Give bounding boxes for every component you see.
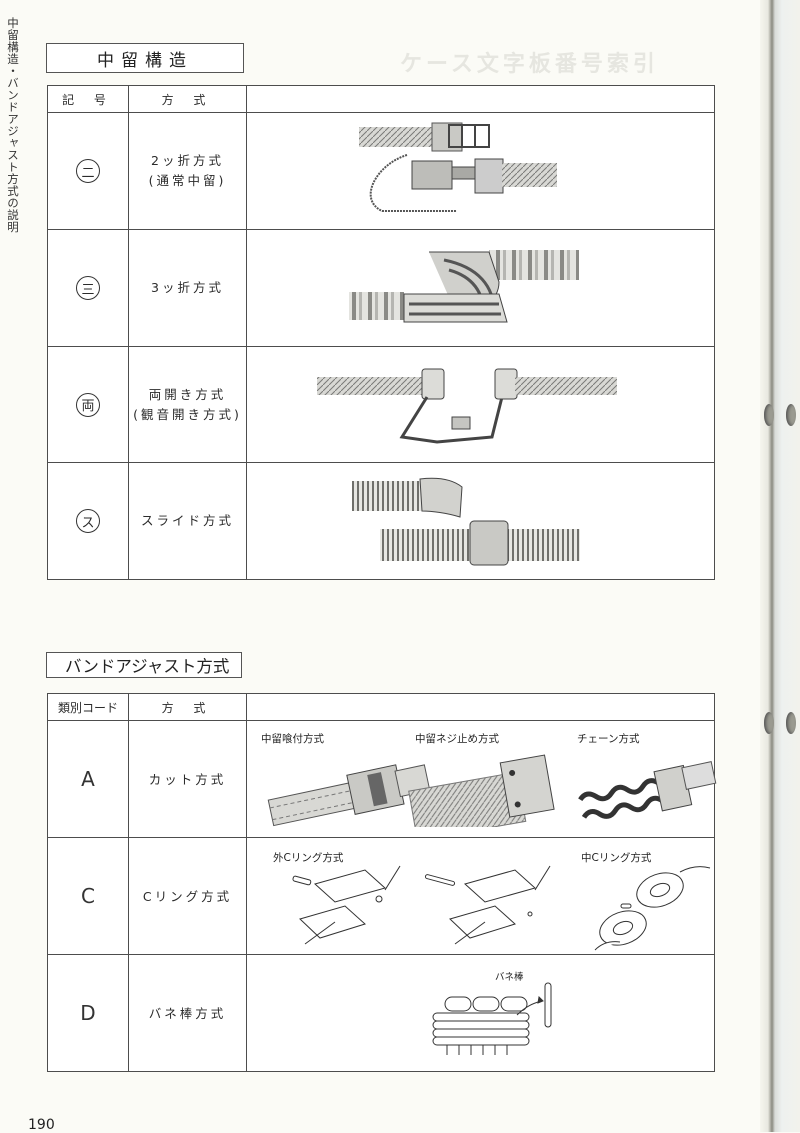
symbol-badge: 両 bbox=[76, 392, 100, 417]
table-row: C Cリング方式 外Cリング方式 中Cリング方式 bbox=[47, 837, 715, 955]
slide-clasp-illustration bbox=[352, 477, 580, 566]
double-opening-clasp-illustration bbox=[317, 368, 617, 444]
header-symbol: 記 号 bbox=[62, 92, 114, 107]
bleed-through-text: ケース文字板番号索引 bbox=[400, 52, 659, 77]
table-row: A カット方式 中留喰付方式 中留ネジ止め方式 チェーン方式 bbox=[47, 720, 717, 838]
symbol-badge: 二 bbox=[76, 159, 100, 183]
sub-method-label: チェーン方式 bbox=[577, 733, 640, 745]
sub-method-label: 中留ネジ止め方式 bbox=[415, 733, 499, 745]
symbol-badge: ス bbox=[76, 509, 100, 533]
section-title-band-adjust: バンドアジャスト方式 bbox=[46, 652, 242, 678]
table-header: 類別コード 方 式 bbox=[47, 693, 715, 721]
method-note: (通常中留) bbox=[148, 173, 227, 188]
method-name: 3ッ折方式 bbox=[151, 280, 224, 295]
page-number: 190 bbox=[28, 1117, 55, 1133]
method-name: 2ッ折方式 bbox=[151, 153, 224, 168]
table-row: 二 2ッ折方式 (通常中留) bbox=[47, 112, 715, 230]
table-row: D バネ棒方式 バネ棒 bbox=[47, 954, 715, 1072]
symbol-badge: 三 bbox=[76, 276, 100, 300]
sub-method-label: 中Cリング方式 bbox=[581, 852, 652, 864]
header-method: 方 式 bbox=[161, 92, 214, 107]
method-name: スライド方式 bbox=[140, 513, 234, 528]
sub-method-label: 外Cリング方式 bbox=[273, 852, 344, 864]
category-code: C bbox=[81, 884, 95, 908]
binder-hole bbox=[786, 404, 796, 426]
method-name: バネ棒方式 bbox=[148, 1005, 227, 1021]
spring-bar-label: バネ棒 bbox=[495, 972, 524, 983]
clasp-structure-table: 記 号 方 式 二 2ッ折方式 (通常中留) bbox=[47, 85, 715, 580]
two-fold-clasp-illustration bbox=[359, 122, 557, 212]
method-name: Cリング方式 bbox=[142, 888, 233, 904]
table-row: 三 3ッ折方式 bbox=[47, 229, 715, 347]
method-name: カット方式 bbox=[148, 771, 227, 787]
binder-hole bbox=[786, 712, 796, 734]
method-note: (観音開き方式) bbox=[133, 406, 242, 422]
c-ring-illustrations bbox=[292, 865, 711, 951]
header-method: 方 式 bbox=[161, 700, 214, 715]
spring-bar-illustration bbox=[432, 982, 552, 1055]
table-row: ス スライド方式 bbox=[47, 462, 715, 580]
binder-edge bbox=[760, 0, 800, 1132]
table-header: 記 号 方 式 bbox=[47, 85, 715, 113]
section-title-clasp-structure: 中留構造 bbox=[46, 43, 244, 73]
binder-hole bbox=[764, 712, 774, 734]
category-code: A bbox=[81, 767, 95, 791]
header-category-code: 類別コード bbox=[57, 700, 118, 715]
three-fold-clasp-illustration bbox=[349, 250, 579, 323]
table-row: 両 両開き方式 (観音開き方式) bbox=[47, 346, 715, 463]
band-adjust-table: 類別コード 方 式 A カット方式 中留喰付方式 中留ネジ止め方式 チェーン方式 bbox=[47, 693, 717, 1072]
method-name: 両開き方式 bbox=[148, 386, 227, 402]
cut-method-illustrations bbox=[267, 754, 717, 827]
sub-method-label: 中留喰付方式 bbox=[261, 733, 324, 745]
binder-hole bbox=[764, 404, 774, 426]
vertical-page-title: 中留構造・バンドアジャスト方式の説明 bbox=[6, 17, 20, 233]
category-code: D bbox=[80, 1001, 96, 1025]
